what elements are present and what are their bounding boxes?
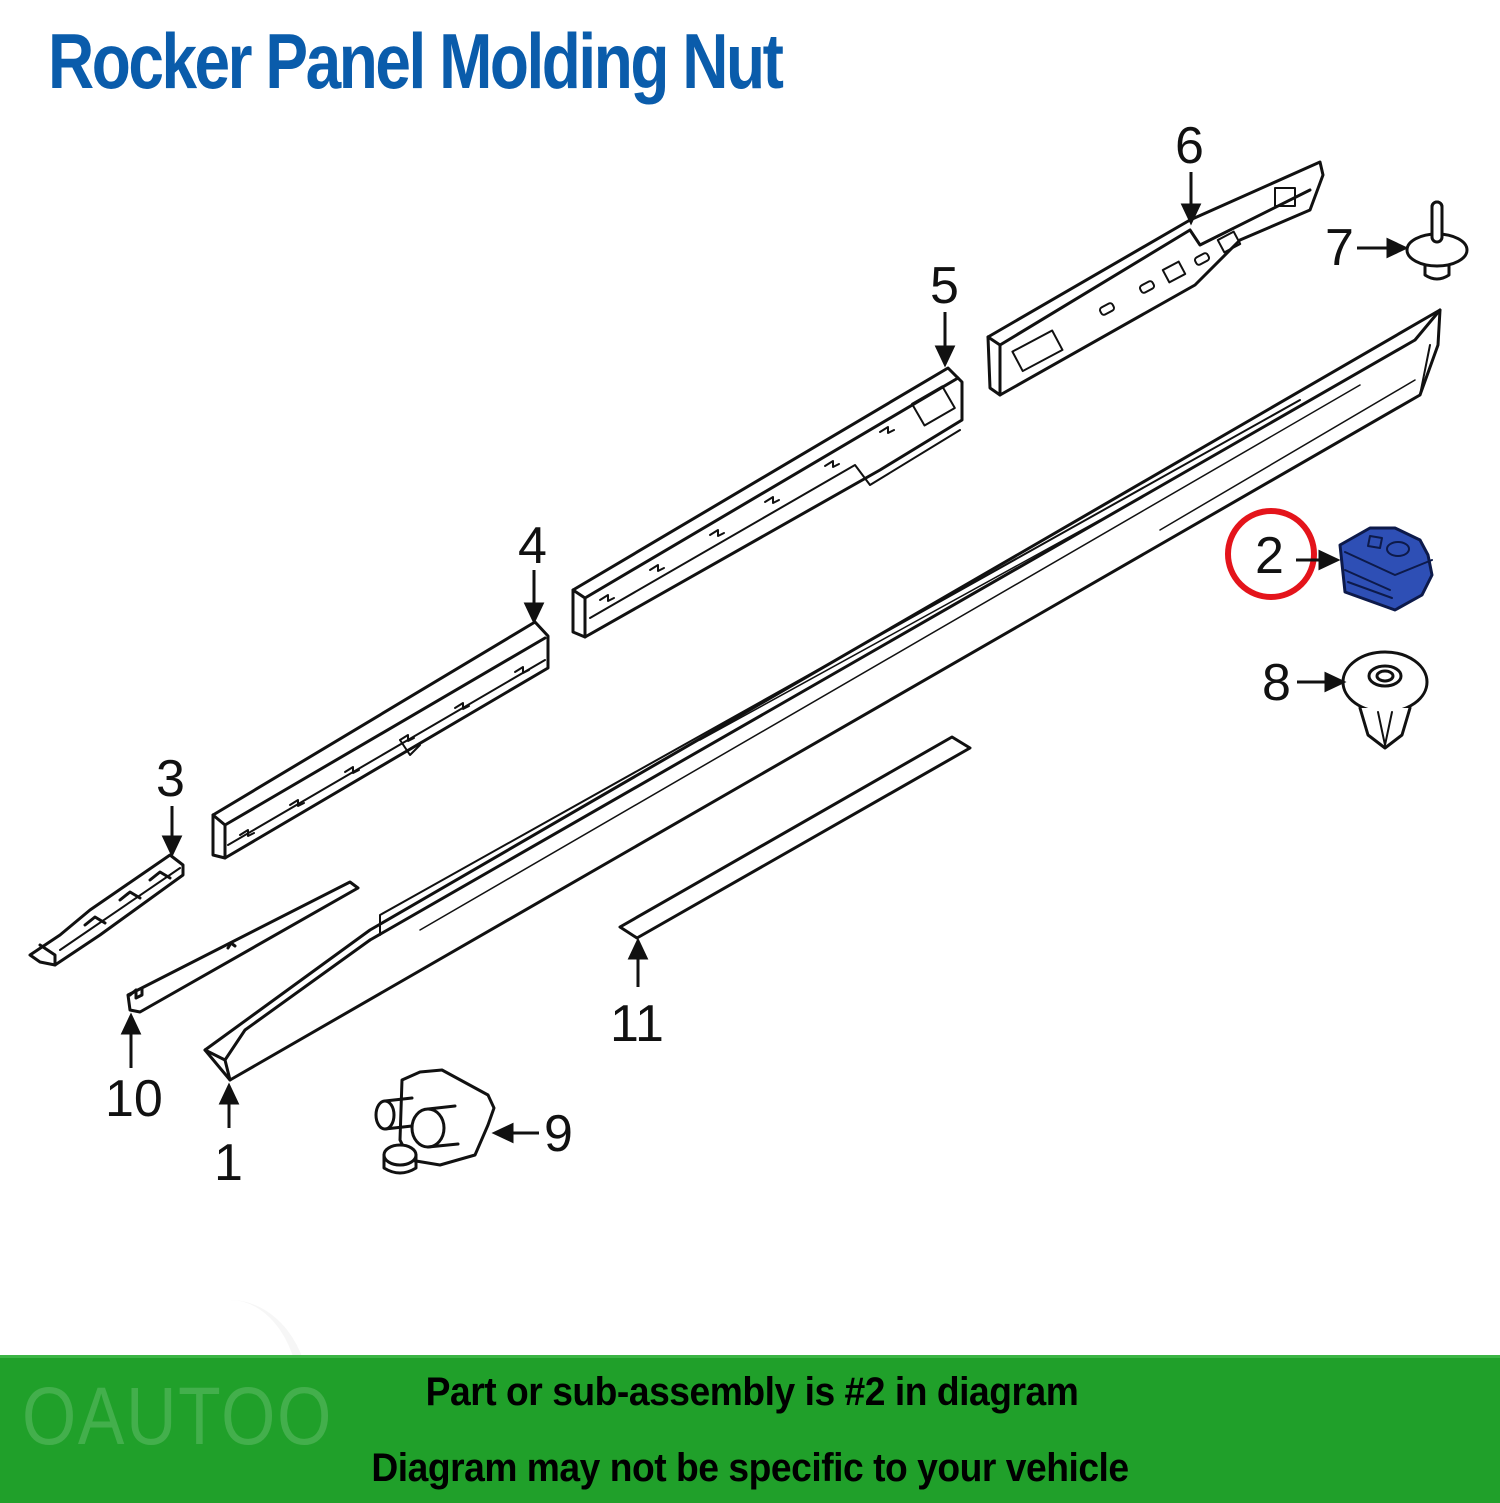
part-2-molding-nut — [1338, 526, 1434, 612]
part-7-stud — [1405, 200, 1469, 281]
part-5-rail — [571, 366, 964, 639]
footer-banner: Part or sub-assembly is #2 in diagram Di… — [0, 1355, 1500, 1503]
part-9-grommet — [374, 1068, 496, 1175]
callout-8: 8 — [1262, 654, 1291, 712]
part-8-push-clip — [1341, 650, 1429, 750]
part-3-clip — [28, 853, 185, 967]
footer-disclaimer: Diagram may not be specific to your vehi… — [371, 1446, 1129, 1490]
callout-4: 4 — [518, 517, 547, 575]
callout-2: 2 — [1255, 527, 1284, 585]
callout-1: 1 — [214, 1134, 243, 1192]
highlight-circle — [1225, 508, 1317, 600]
page-title: Rocker Panel Molding Nut — [48, 17, 784, 105]
callout-9: 9 — [544, 1105, 573, 1163]
part-10-strip — [126, 880, 360, 1014]
leader-arrows — [120, 172, 1409, 1144]
watermark-logo: OAUTOO — [22, 1371, 333, 1462]
callout-10: 10 — [105, 1070, 163, 1128]
callout-3: 3 — [156, 750, 185, 808]
footer-part-note: Part or sub-assembly is #2 in diagram — [425, 1370, 1079, 1414]
callout-5: 5 — [930, 257, 959, 315]
part-6-bracket — [986, 160, 1325, 397]
callout-7: 7 — [1325, 219, 1354, 277]
parts-diagram — [28, 160, 1469, 1175]
part-11-strip — [618, 735, 972, 940]
callout-11: 11 — [610, 995, 664, 1053]
callout-6: 6 — [1175, 117, 1204, 175]
part-4-rail — [211, 620, 550, 860]
part-1-rocker-molding — [203, 308, 1442, 1082]
